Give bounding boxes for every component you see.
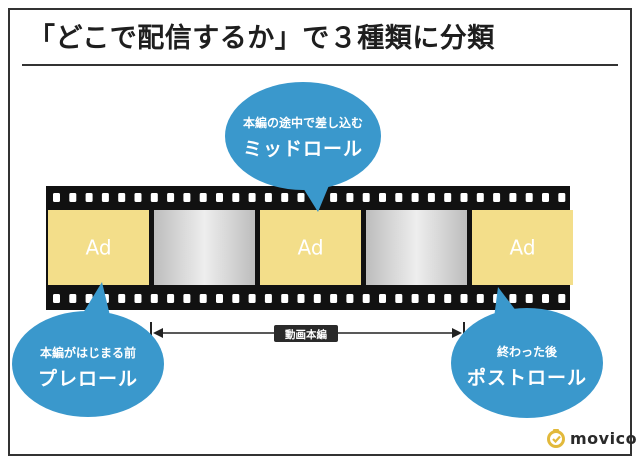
bubble-midroll [225,82,381,212]
title-divider [22,64,618,66]
sprocket-hole [150,193,158,202]
bubble-postroll-main: ポストロール [466,367,588,389]
sprocket-hole [167,294,175,303]
bubble-midroll-main: ミッドロール [242,138,364,160]
sprocket-hole [525,294,533,303]
sprocket-hole [118,294,126,303]
film-frame-label: Ad [297,236,323,260]
sprocket-hole [460,294,468,303]
sprocket-hole [232,193,240,202]
sprocket-hole [493,193,501,202]
sprocket-hole [69,193,77,202]
film-frames: Ad Ad Ad [48,210,573,285]
film-frame-ad [48,210,149,285]
sprocket-hole [281,294,289,303]
bubble-postroll-sub: 終わった後 [496,345,558,359]
sprocket-hole [264,193,272,202]
sprocket-hole [53,294,60,303]
sprocket-hole [118,193,126,202]
sprocket-hole [101,193,109,202]
sprocket-hole [346,193,354,202]
sprocket-hole [216,193,223,202]
sprocket-hole [476,193,484,202]
sprocket-hole [444,294,452,303]
sprocket-hole [509,193,517,202]
bubble-postroll [451,287,603,418]
sprocket-hole [183,294,191,303]
bubble-preroll-main: プレロール [37,368,139,390]
sprocket-hole [444,193,452,202]
sprocket-hole [69,294,77,303]
page-title: 「どこで配信するか」で３種類に分類 [28,23,495,54]
sprocket-hole [525,193,533,202]
sprocket-hole [542,294,549,303]
bubble-preroll [12,282,164,417]
sprocket-hole [150,294,158,303]
sprocket-hole [346,294,354,303]
film-frame-label: Ad [85,236,111,260]
sprocket-hole [411,294,419,303]
sprocket-hole [509,294,517,303]
span-label-box [274,325,338,342]
sprocket-hole [558,193,566,202]
sprocket-hole [411,193,419,202]
sprocket-hole [330,193,338,202]
sprocket-hole [199,193,207,202]
sprocket-hole [183,193,191,202]
sprocket-hole [476,294,484,303]
sprocket-hole [232,294,240,303]
sprocket-hole [53,193,60,202]
sprocket-hole [134,294,142,303]
sprocket-hole [281,193,289,202]
bubble-midroll-text: 本編の途中で差し込む ミッドロール [243,114,363,161]
sprocket-hole [248,193,256,202]
sprocket-hole [297,294,305,303]
sprocket-hole [427,193,435,202]
sprocket-hole [167,193,175,202]
bubble-preroll-sub: 本編がはじまる前 [39,346,137,360]
sprocket-hole [264,294,272,303]
logo-text: movico [570,428,638,448]
sprocket-hole [216,294,223,303]
bubble-midroll-sub: 本編の途中で差し込む [242,116,364,130]
sprocket-hole [85,193,93,202]
sprocket-hole [297,193,305,202]
film-frame-ad [472,210,573,285]
film-frame-content [366,210,467,285]
sprocket-hole [134,193,142,202]
sprocket-hole [395,193,403,202]
movico-logo: movico [546,428,637,448]
sprocket-hole [460,193,468,202]
sprocket-hole [362,193,370,202]
span-arrow-head-left [153,328,163,338]
sprocket-hole [199,294,207,303]
sprocket-hole [248,294,256,303]
sprocket-hole [313,294,321,303]
film-frame-content [154,210,255,285]
bubble-preroll-text: 本編がはじまる前 プレロール [38,344,138,391]
sprocket-hole [379,193,386,202]
sprocket-hole [395,294,403,303]
movico-logo-icon [547,429,565,448]
sprocket-hole [379,294,386,303]
sprocket-hole [427,294,435,303]
bubble-postroll-text: 終わった後 ポストロール [467,343,587,390]
film-frame-label: Ad [509,236,535,260]
sprocket-hole [542,193,549,202]
sprocket-hole [330,294,338,303]
span-arrow-head-right [452,328,462,338]
span-label: 動画本編 [285,328,327,341]
sprocket-hole [362,294,370,303]
film-frame-ad [260,210,361,285]
sprocket-hole [558,294,566,303]
